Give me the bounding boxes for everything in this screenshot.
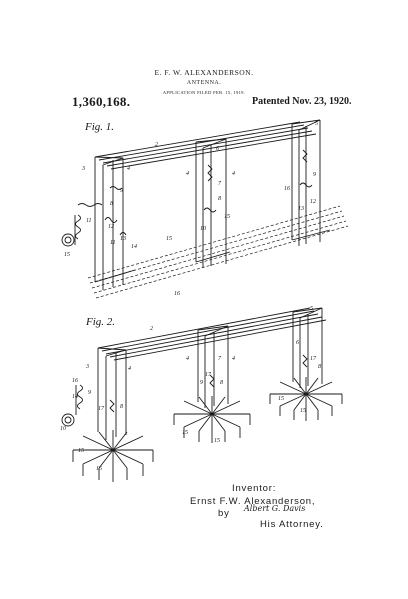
fig1-ref: 11	[86, 218, 92, 224]
fig2-ref: 10	[60, 426, 66, 432]
fig1-ref: 5	[315, 121, 318, 127]
fig1-ref: 13	[298, 206, 304, 212]
figure-2: Fig. 2.	[61, 307, 343, 482]
fig2-ref: 2	[150, 326, 153, 332]
fig1-ref: 15	[64, 252, 70, 258]
fig1-ref: 8	[110, 201, 113, 207]
fig1-ref: 15	[166, 236, 172, 242]
fig2-ref: 6	[296, 340, 299, 346]
inventor-label: Inventor:	[232, 483, 277, 494]
attorney-label: His Attorney.	[260, 519, 324, 530]
fig2-ref: 15	[78, 448, 84, 454]
fig2-ref: 15	[214, 438, 220, 444]
application-filed-date: APPLICATION FILED FEB. 15, 1919.	[162, 90, 246, 95]
fig2-ref: 16	[72, 378, 78, 384]
fig1-ref: 4	[186, 170, 189, 177]
fig1-ref: 7	[218, 181, 222, 187]
fig1-ref: 14	[131, 243, 137, 250]
fig2-ref: 15	[182, 430, 188, 436]
fig1-ref: 11	[110, 240, 116, 246]
fig2-ref: 5	[310, 306, 313, 312]
fig2-ref: 15	[96, 466, 102, 472]
fig2-ref: 15	[278, 396, 284, 402]
fig2-label: Fig. 2.	[85, 316, 115, 328]
figure-1: Fig. 1.	[61, 119, 349, 299]
fig1-ref: 12	[108, 224, 114, 230]
fig1-label: Fig. 1.	[84, 121, 114, 133]
fig2-ref: 7	[218, 356, 222, 362]
fig2-ref: 9	[88, 390, 91, 396]
fig2-ref: 8	[120, 404, 123, 410]
by-label: by	[218, 508, 230, 519]
patent-title: ANTENNA.	[186, 80, 222, 86]
fig2-ref: 3	[85, 364, 89, 370]
patented-date: Patented Nov. 23, 1920.	[252, 96, 352, 107]
fig2-ref: 15	[300, 408, 306, 414]
fig1-ref: 9	[120, 188, 123, 194]
fig2-ref: 17	[98, 406, 105, 412]
fig1-ref: 3	[81, 166, 85, 172]
fig1-ref: 8	[218, 196, 221, 202]
fig1-ref: 2	[155, 142, 158, 148]
fig2-ref: 17	[205, 372, 212, 378]
attorney-signature: Albert G. Davis	[244, 504, 306, 513]
fig2-ref: 4	[232, 355, 235, 362]
fig1-ref: 4	[232, 170, 235, 177]
fig1-ref: 6	[216, 146, 219, 152]
patent-number: 1,360,168.	[72, 94, 131, 109]
fig2-ref: 8	[220, 380, 223, 386]
fig2-ref: 8	[318, 364, 321, 370]
fig1-ref: 10	[200, 226, 206, 232]
fig1-ref: 9	[313, 172, 316, 178]
fig2-ref: 14	[72, 393, 78, 400]
fig2-ref: 4	[128, 365, 131, 372]
fig1-reference-numerals: 2 5 3 4 4 6 4 9 7 8 9 8 11 12 13 14 15 1…	[64, 121, 318, 297]
fig1-ref: 4	[127, 165, 130, 172]
fig2-ref: 17	[310, 356, 317, 362]
fig2-ref: 9	[200, 380, 203, 386]
inventor-name: Ernst F.W. Alexanderson,	[190, 496, 316, 507]
fig1-ref: 12	[310, 199, 316, 205]
fig1-ref: 16	[284, 186, 290, 192]
inventor-header: E. F. W. ALEXANDERSON.	[154, 68, 254, 77]
fig2-reference-numerals: 2 5 3 4 4 7 6 4 16 14 9 10 17 8 15 15 9 …	[60, 306, 321, 472]
fig1-ref: 13	[120, 236, 126, 242]
fig2-ref: 4	[186, 355, 189, 362]
fig1-ref: 16	[174, 291, 180, 297]
fig1-ref: 15	[224, 214, 230, 220]
